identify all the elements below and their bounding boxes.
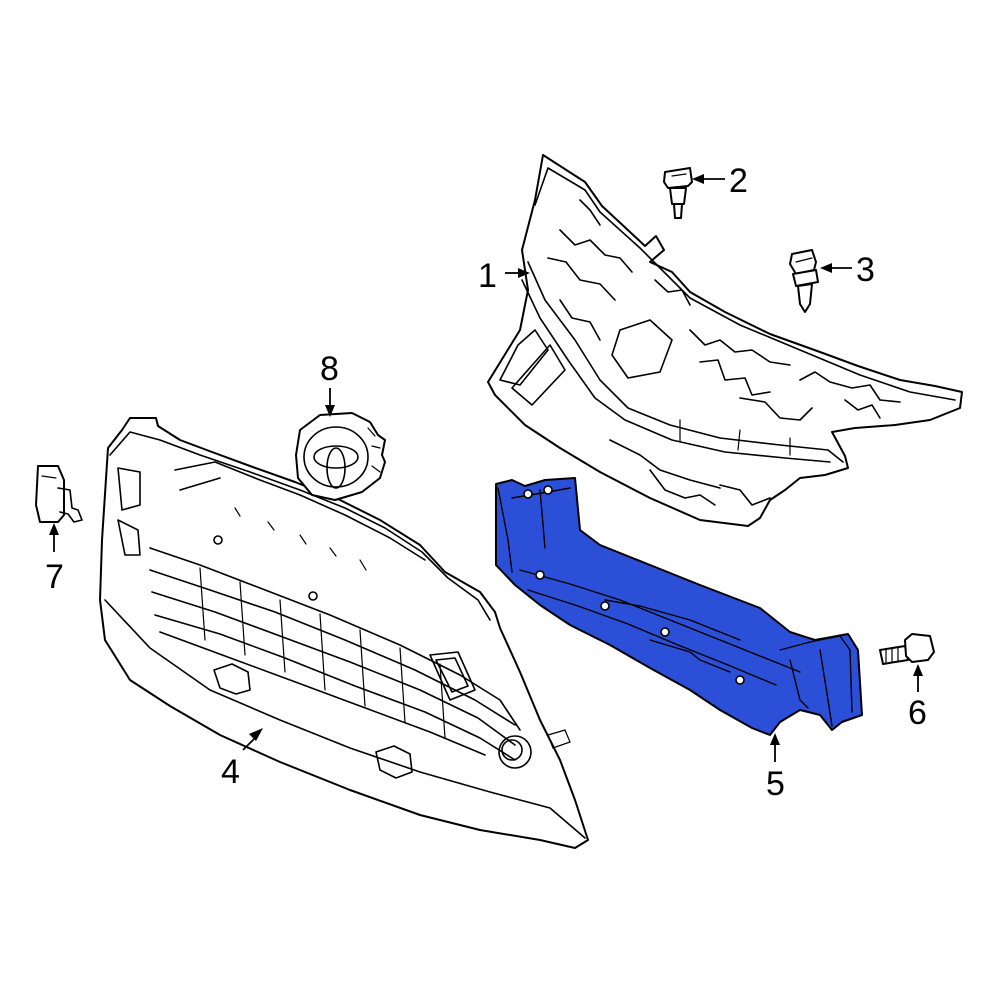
arrow-5: [770, 733, 780, 745]
callout-6: 6: [908, 694, 927, 732]
bumper-grille-part: [99, 417, 589, 849]
bracket-part: [35, 465, 83, 523]
callout-8: 8: [320, 350, 339, 388]
arrow-3: [820, 263, 832, 273]
callout-labels: 1 2 3 4 5 6 7 8: [45, 162, 927, 803]
bolt-part: [879, 633, 935, 665]
arrow-7: [49, 523, 59, 535]
absorber-part-highlighted: [495, 477, 863, 736]
callout-7: 7: [45, 558, 64, 596]
callout-1: 1: [478, 257, 497, 295]
arrow-8: [325, 405, 335, 417]
callout-4: 4: [221, 753, 240, 791]
retainer-clip-part: [789, 249, 819, 313]
arrow-1: [518, 268, 530, 278]
emblem-part: [295, 412, 386, 501]
arrow-4: [249, 728, 263, 741]
callout-2: 2: [729, 162, 748, 200]
upper-grille-part: [487, 154, 963, 527]
arrow-2: [692, 174, 704, 184]
callout-3: 3: [856, 251, 875, 289]
clip-fastener-part: [663, 167, 693, 219]
callout-leaders: [49, 174, 923, 762]
callout-5: 5: [766, 765, 785, 803]
arrow-6: [913, 664, 923, 676]
